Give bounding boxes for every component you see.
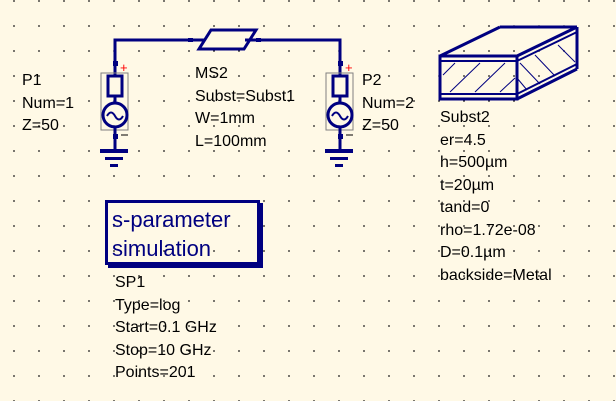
p2-impedance: Z=50	[362, 117, 399, 134]
ms2-length: L=100mm	[195, 132, 267, 150]
sp1-type: Type=log	[115, 296, 181, 314]
sim-box-line-1: s-parameter	[112, 207, 231, 232]
p1-name: P1	[22, 72, 42, 89]
p2-name: P2	[362, 72, 382, 89]
wire-ms2-to-p2[interactable]	[255, 38, 342, 63]
ms2-subst: Subst=Subst1	[195, 87, 296, 105]
ms2-width: W=1mm	[195, 110, 255, 127]
ground-icon	[325, 149, 353, 167]
subst2-name: Subst2	[440, 109, 490, 126]
ms2-name: MS2	[195, 65, 228, 82]
p2-symbol[interactable]: +	[325, 60, 354, 167]
p2-plus-marker: +	[345, 60, 353, 75]
wires	[113, 38, 342, 63]
sim-box-line-2: simulation	[112, 236, 212, 261]
subst2-properties[interactable]: Subst2 er=4.5 h=500µm t=20µm tand=0 rho=…	[440, 107, 552, 287]
sp1-start: Start=0.1 GHz	[115, 319, 217, 336]
substrate-icon[interactable]	[438, 25, 579, 101]
sp1-stop: Stop=10 GHz	[115, 341, 212, 359]
wire-p1-to-ms2[interactable]	[113, 38, 190, 63]
sp-simulation-block[interactable]: s-parameter simulation	[105, 200, 260, 265]
p1-plus-marker: +	[120, 60, 128, 75]
subst2-backside: backside=Metal	[440, 266, 552, 284]
subst2-t: t=20µm	[440, 176, 495, 194]
subst2-tand: tand=0	[440, 199, 490, 216]
p1-symbol[interactable]: +	[100, 60, 129, 167]
subst2-rho: rho=1.72e-08	[440, 221, 536, 239]
sp1-properties[interactable]: SP1 Type=log Start=0.1 GHz Stop=10 GHz P…	[115, 272, 217, 385]
ms2-symbol[interactable]	[188, 28, 261, 51]
p2-properties[interactable]: P2 Num=2 Z=50	[362, 70, 414, 138]
subst2-h: h=500µm	[440, 154, 508, 171]
subst2-er: er=4.5	[440, 131, 486, 149]
p1-num: Num=1	[22, 94, 75, 112]
sp1-points: Points=201	[115, 364, 196, 381]
p1-impedance: Z=50	[22, 117, 59, 134]
subst2-d: D=0.1µm	[440, 244, 506, 261]
p2-num: Num=2	[362, 94, 415, 112]
sp1-name: SP1	[115, 274, 146, 291]
p1-properties[interactable]: P1 Num=1 Z=50	[22, 70, 74, 138]
ground-icon	[100, 149, 128, 167]
ms2-properties[interactable]: MS2 Subst=Subst1 W=1mm L=100mm	[195, 63, 295, 153]
